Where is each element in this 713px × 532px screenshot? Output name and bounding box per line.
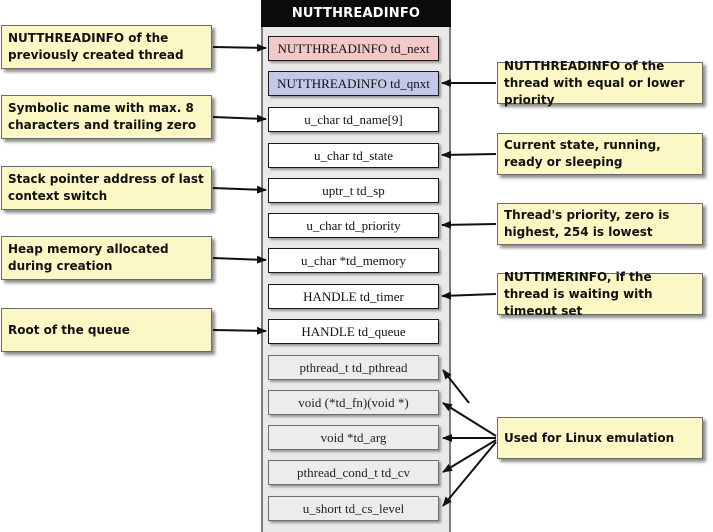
note-td-name: Symbolic name with max. 8 characters and… (1, 95, 212, 139)
arrow-td-sp (212, 185, 267, 194)
structure-title: NUTTHREADINFO (261, 0, 451, 27)
arrow-td-name (212, 114, 267, 123)
field-td-priority: u_char td_priority (268, 213, 439, 238)
field-td-timer: HANDLE td_timer (268, 284, 439, 309)
note-linux-emulation: Used for Linux emulation (497, 417, 703, 459)
arrow-linux-pthread (442, 369, 470, 404)
note-td-memory: Heap memory allocated during creation (1, 236, 212, 280)
field-td-state: u_char td_state (268, 143, 439, 168)
field-td-next: NUTTHREADINFO td_next (268, 36, 439, 61)
field-td-sp: uptr_t td_sp (268, 178, 439, 203)
arrow-td-priority (441, 220, 497, 229)
field-td-name: u_char td_name[9] (268, 107, 439, 132)
note-td-sp: Stack pointer address of last context sw… (1, 166, 212, 210)
field-td-cs-level: u_short td_cs_level (268, 496, 439, 521)
field-td-queue: HANDLE td_queue (268, 319, 439, 344)
arrow-td-timer (441, 291, 497, 300)
arrow-linux-fn (442, 402, 497, 437)
arrow-td-state (441, 150, 497, 159)
arrow-td-next (212, 43, 267, 52)
note-td-next: NUTTHREADINFO of the previously created … (1, 25, 212, 69)
note-td-state: Current state, running, ready or sleepin… (497, 133, 703, 175)
note-td-timer: NUTTIMERINFO, if the thread is waiting w… (497, 270, 703, 318)
field-td-arg: void *td_arg (268, 425, 439, 450)
arrow-td-memory (212, 255, 267, 264)
field-td-memory: u_char *td_memory (268, 248, 439, 273)
field-td-fn: void (*td_fn)(void *) (268, 390, 439, 415)
field-td-pthread: pthread_t td_pthread (268, 355, 439, 380)
field-td-qnxt: NUTTHREADINFO td_qnxt (268, 71, 439, 96)
arrow-td-queue (212, 326, 267, 335)
note-td-qnxt: NUTTHREADINFO of the thread with equal o… (497, 59, 703, 107)
arrow-linux-cs-level (442, 441, 497, 507)
note-td-queue: Root of the queue (1, 308, 212, 352)
arrow-linux-cv (442, 439, 497, 473)
field-td-cv: pthread_cond_t td_cv (268, 460, 439, 485)
note-td-priority: Thread's priority, zero is highest, 254 … (497, 203, 703, 245)
